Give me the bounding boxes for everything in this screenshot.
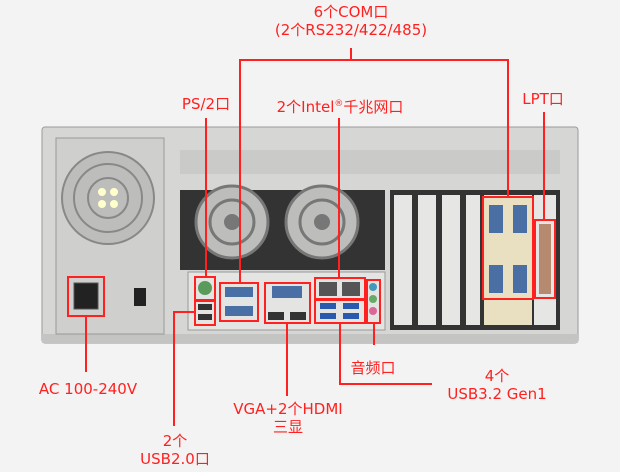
power-supply [55, 137, 165, 335]
top-vent [180, 150, 560, 174]
expansion-slots [390, 190, 560, 330]
ps2-port [198, 281, 212, 295]
video-label-line2: 三显 [272, 418, 303, 436]
audio-jack [369, 295, 377, 303]
usb3-port [320, 303, 336, 309]
usb3-port [343, 313, 359, 319]
video-label-line1: VGA+2个HDMI [233, 400, 343, 418]
psu-fan-grille [61, 151, 155, 245]
video-label: VGA+2个HDMI 三显 [233, 400, 342, 436]
usb2-port [198, 314, 212, 320]
usb3-label-line2: USB3.2 Gen1 [447, 385, 547, 403]
usb3-label: 4个 USB3.2 Gen1 [447, 367, 546, 403]
usb2-port [198, 304, 212, 310]
audio-label: 音频口 [350, 359, 396, 377]
usb2-label-line2: USB2.0口 [140, 450, 210, 468]
usb3-port [320, 313, 336, 319]
com-port [225, 306, 253, 316]
usb2-label: 2个 USB2.0口 [140, 432, 210, 468]
lan-port [342, 282, 360, 296]
hdmi-port [268, 312, 284, 320]
registered-mark: ® [334, 99, 344, 109]
power-socket [73, 282, 99, 310]
usb3-label-line1: 4个 [484, 367, 510, 385]
com-label-line2: (2个RS232/422/485) [274, 21, 428, 39]
system-fan [284, 184, 360, 260]
lan-label: 2个Intel®千兆网口 [277, 95, 404, 116]
vga-port [272, 286, 302, 298]
leader-lines [85, 48, 545, 426]
power-switch [134, 288, 146, 306]
lan-port [319, 282, 337, 296]
audio-jack [369, 283, 377, 291]
audio-jack [369, 307, 377, 315]
usb3-port [343, 303, 359, 309]
lan-label-prefix: 2个Intel [276, 98, 335, 116]
ps2-label: PS/2口 [181, 95, 231, 113]
usb2-label-line1: 2个 [162, 432, 188, 450]
com-label-line1: 6个COM口 [313, 3, 389, 21]
hdmi-port [290, 312, 306, 320]
serial-port-card [482, 196, 534, 300]
ac-label: AC 100-240V [38, 380, 138, 398]
system-fan [194, 184, 270, 260]
chassis-base [42, 334, 578, 343]
lan-label-suffix: 千兆网口 [343, 98, 404, 116]
com-port [225, 287, 253, 297]
com-label: 6个COM口 (2个RS232/422/485) [275, 3, 427, 39]
lpt-label: LPT口 [522, 90, 564, 108]
